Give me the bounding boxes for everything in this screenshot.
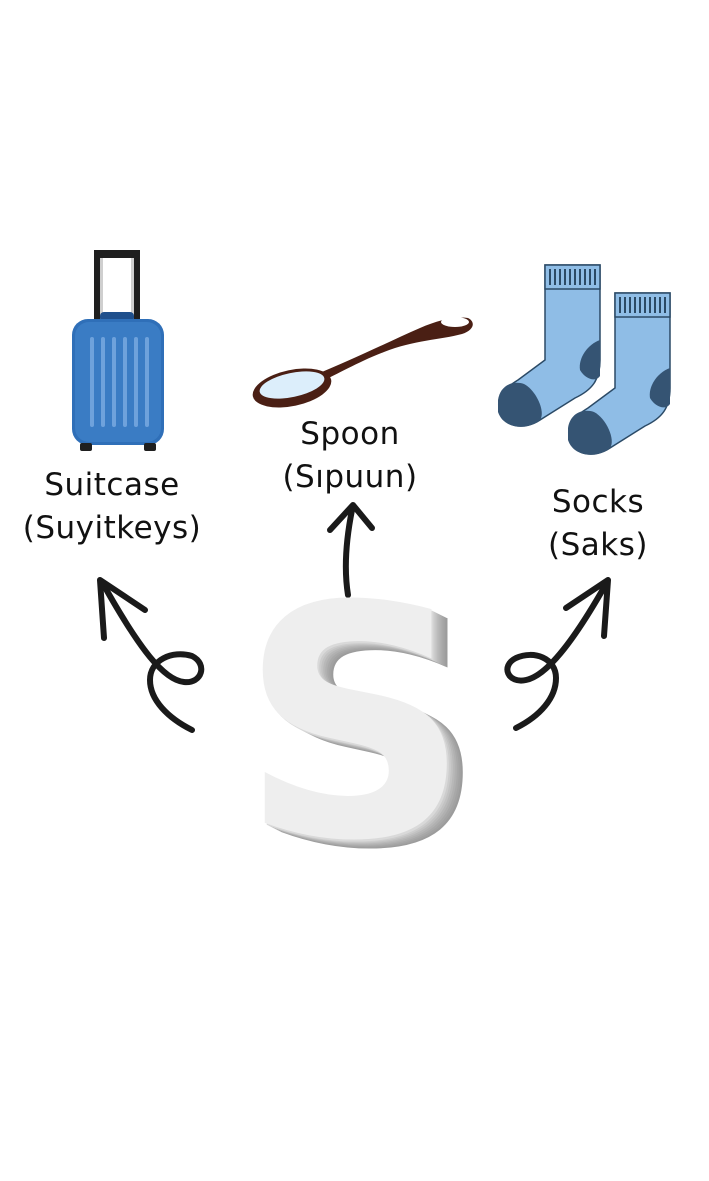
arrow-to-suitcase	[99, 579, 205, 733]
spoon-icon	[252, 317, 473, 408]
arrow-head-socks	[563, 577, 611, 639]
socks-word: Socks	[551, 484, 645, 520]
spoon-pronunciation: (Sıpuun)	[282, 459, 418, 495]
arrow-head-spoon	[327, 502, 375, 533]
socks-icon	[498, 264, 671, 455]
spoon-label: Spoon (Sıpuun)	[250, 413, 450, 499]
arrow-to-spoon	[342, 507, 355, 598]
socks-pronunciation: (Saks)	[548, 527, 648, 563]
suitcase-icon	[72, 250, 164, 451]
suitcase-label: Suitcase (Suyitkeys)	[0, 464, 224, 550]
spoon-word: Spoon	[300, 416, 400, 452]
suitcase-word: Suitcase	[44, 467, 180, 503]
suitcase-pronunciation: (Suyitkeys)	[22, 510, 202, 546]
center-letter: S	[239, 539, 471, 911]
arrow-head-suitcase	[97, 577, 148, 641]
socks-label: Socks (Saks)	[500, 481, 696, 567]
arrow-to-socks	[504, 581, 609, 731]
